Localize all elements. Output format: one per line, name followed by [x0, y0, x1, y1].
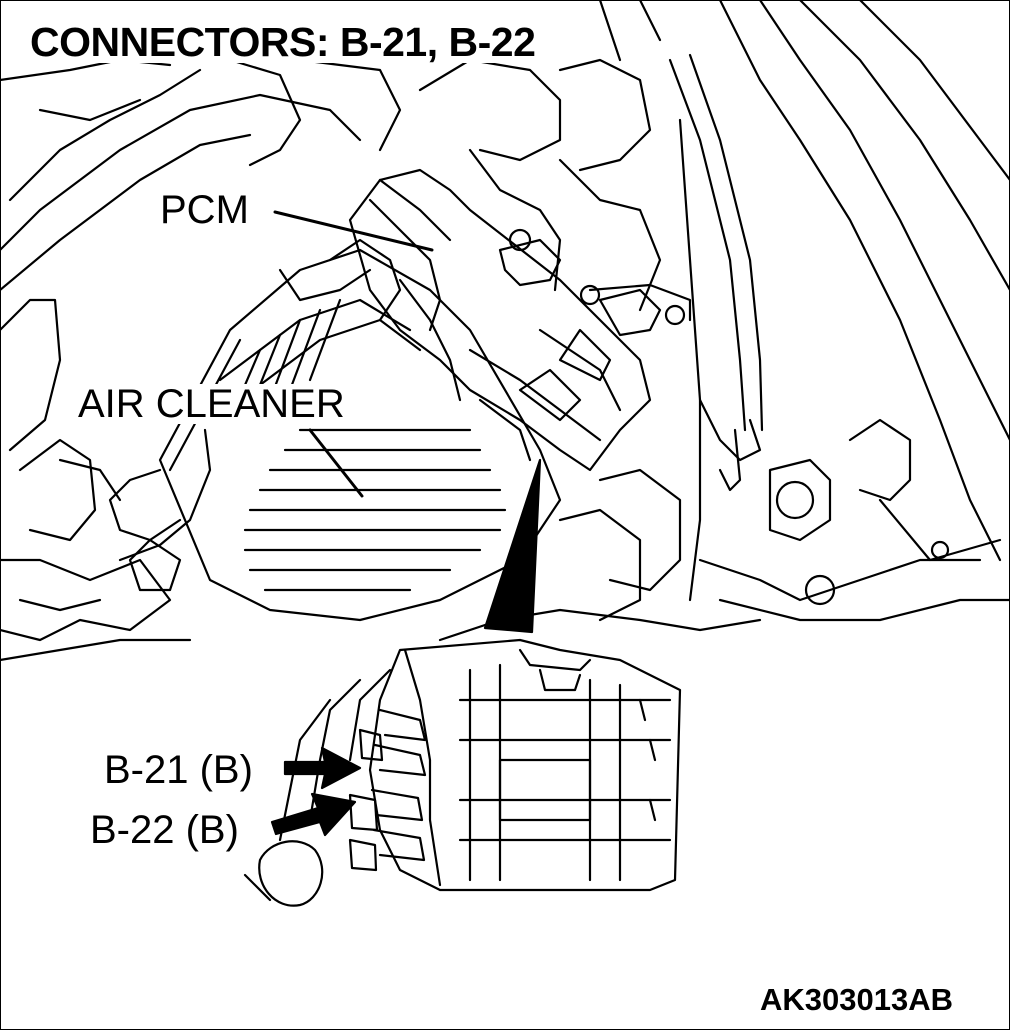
arrow-b22: [270, 792, 357, 837]
connector-b21-label: B-21 (B): [104, 748, 253, 792]
arrow-b21: [283, 746, 362, 790]
callout-pointer: [483, 458, 542, 634]
air-cleaner-label: AIR CLEANER: [78, 382, 345, 426]
connector-b22-label: B-22 (B): [90, 808, 239, 852]
diagram-title: CONNECTORS: B-21, B-22: [30, 22, 540, 63]
pcm-connector-detail: [243, 638, 682, 907]
engine-bay-background: [0, 0, 1010, 662]
pcm-label: PCM: [160, 188, 249, 232]
figure-code: AK303013AB: [760, 982, 953, 1017]
